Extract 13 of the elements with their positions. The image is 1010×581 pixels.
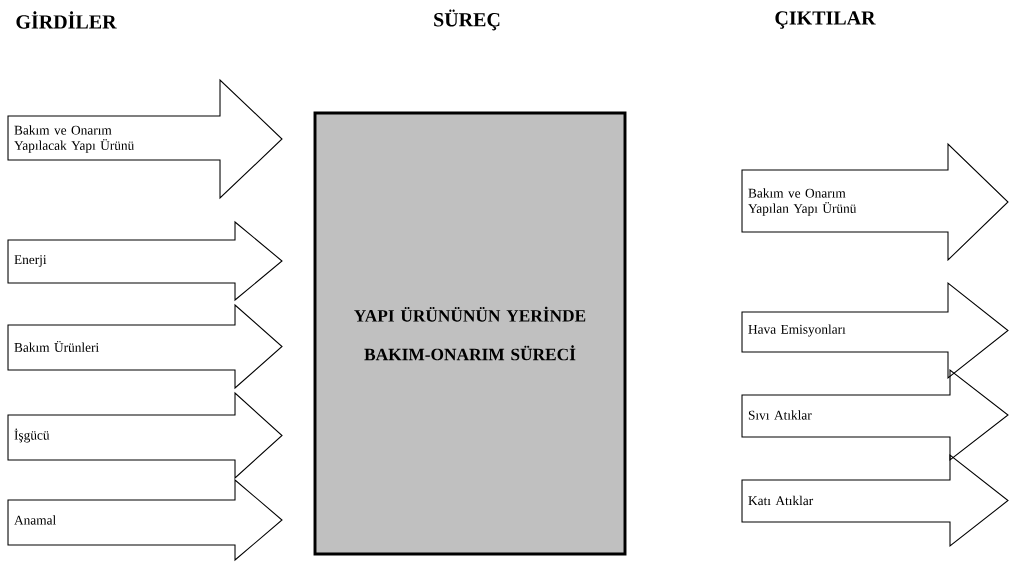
arrow-shaped-box: Katı Atıklar — [741, 453, 1009, 548]
arrow-shaped-box: İşgücü — [7, 391, 283, 480]
arrow-shaped-box: Sıvı Atıklar — [741, 368, 1009, 462]
column-heading: GİRDİLER — [16, 11, 117, 29]
arrow-shaped-box: Enerji — [7, 220, 283, 302]
arrow-shaped-box: Anamal — [7, 478, 283, 562]
process-box: YAPI ÜRÜNÜNÜN YERİNDE BAKIM-ONARIM SÜRECİ — [313, 111, 627, 556]
column-heading: SÜREÇ — [434, 9, 500, 31]
arrow-shaped-box: Bakım Ürünleri — [7, 303, 283, 390]
column-heading: ÇIKTILAR — [775, 11, 876, 29]
arrow-shaped-box: Hava Emisyonları — [741, 281, 1009, 380]
arrow-shaped-box: Bakım ve Onarım Yapılacak Yapı Ürünü — [7, 78, 283, 200]
arrow-shaped-box: Bakım ve Onarım Yapılan Yapı Ürünü — [741, 142, 1009, 262]
